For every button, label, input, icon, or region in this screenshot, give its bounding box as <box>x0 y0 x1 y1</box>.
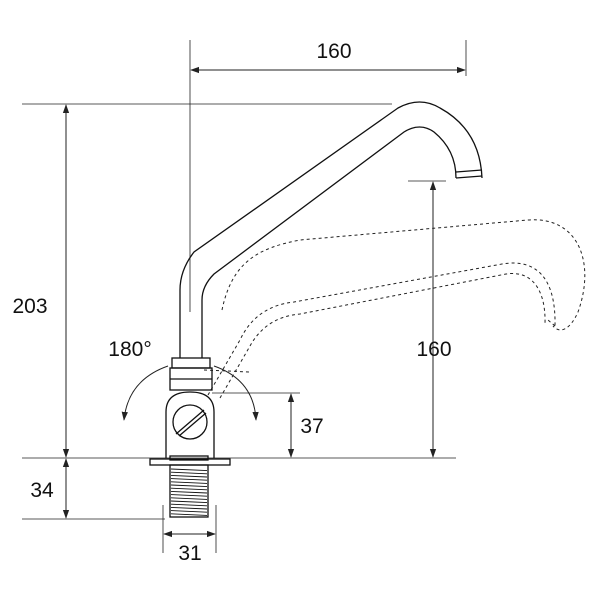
label-base-height: 37 <box>300 415 323 438</box>
label-rotation-angle: 180° <box>108 338 151 361</box>
spout <box>179 101 483 358</box>
thread-line <box>170 481 208 484</box>
thread-line <box>170 490 208 494</box>
rotation-arc-left <box>121 365 169 421</box>
thread-line <box>170 478 208 481</box>
base-flange <box>149 455 231 466</box>
thread-line <box>170 513 208 516</box>
thread-line <box>170 471 208 475</box>
label-thread-length: 34 <box>30 479 54 502</box>
thread-line <box>170 500 208 504</box>
screw-head <box>172 404 208 440</box>
rotation-indicator <box>121 365 259 421</box>
spout-tip <box>455 175 483 179</box>
rotation-arc-right <box>213 365 259 421</box>
thread-line <box>170 497 208 500</box>
valve-body <box>165 391 215 458</box>
dimension-lines <box>62 66 466 538</box>
thread-line <box>170 506 208 510</box>
threaded-stem <box>169 464 209 518</box>
thread-line <box>170 510 208 513</box>
label-spout-reach: 160 <box>316 40 351 63</box>
thread-line <box>170 468 208 472</box>
swivel-collar <box>169 357 213 391</box>
thread-line <box>170 474 208 478</box>
label-thread-diameter: 31 <box>178 542 201 565</box>
thread-line <box>170 487 208 491</box>
dimension-labels: 160 203 160 37 34 31 180° <box>12 40 451 565</box>
label-total-height: 203 <box>12 295 47 318</box>
thread-line <box>170 484 208 488</box>
thread-line <box>170 503 208 507</box>
thread-line <box>170 494 208 497</box>
screw-slot <box>175 409 205 435</box>
rotated-spout-dashed <box>203 219 586 399</box>
label-spout-height: 160 <box>416 338 451 361</box>
extension-lines <box>22 40 467 553</box>
